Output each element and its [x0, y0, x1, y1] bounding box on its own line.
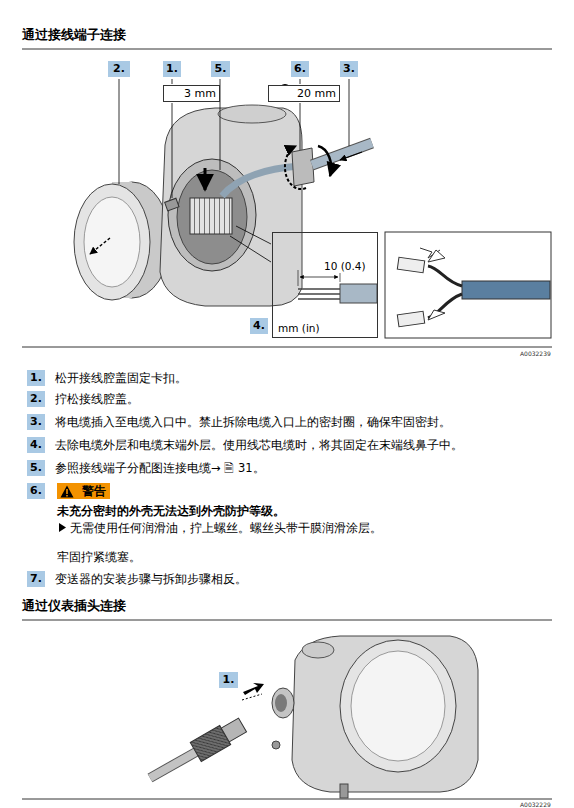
frame-line [22, 49, 552, 50]
box-label: 2. [113, 62, 125, 76]
box-label: 3. [30, 415, 42, 429]
step-text: 去除电缆外层和电缆末端外层。使用线芯电缆时，将其固定在末端线鼻子中。 [55, 437, 463, 453]
box-label: 1. [166, 62, 178, 76]
warning-action: 无需使用任何润滑油，拧上螺丝。螺丝头带干膜润滑涂层。 [70, 520, 382, 536]
step-text: 牢固拧紧缆塞。 [57, 549, 141, 565]
detail-panel: 10 (0.4) mm (in) [272, 232, 378, 338]
warning-box: 警告 [57, 483, 110, 499]
box-label: 3 mm [184, 87, 216, 101]
callout-number: 2. [108, 61, 130, 77]
leader-lines [119, 79, 349, 262]
frame-line [22, 620, 552, 621]
section-heading: 通过仪表插头连接 [22, 598, 126, 614]
warning-triangle [60, 485, 74, 498]
box-label: 1. [30, 371, 42, 385]
figure-code: A0032229 [520, 801, 551, 808]
callout-number: 1. [163, 61, 181, 77]
step-text: 将电缆插入至电缆入口中。禁止拆除电缆入口上的密封圈，确保牢固密封。 [55, 414, 451, 430]
step-text: 松开接线腔盖固定卡扣。 [55, 370, 187, 386]
box-label: 5. [30, 461, 42, 475]
frame-line [22, 347, 552, 348]
ferrule-detail [385, 232, 551, 338]
step-number: 4. [27, 437, 45, 453]
stripped-cable [298, 270, 377, 303]
tool-size-box: 20 mm [268, 85, 340, 102]
transmitter-housing-2 [272, 636, 478, 798]
callout-number: 3. [340, 61, 358, 77]
tool-size-box: 3 mm [163, 85, 220, 102]
callout-number: 6. [291, 61, 309, 77]
transmitter-housing [160, 105, 302, 306]
box-label: 警告 [82, 484, 106, 498]
step-number: 2. [27, 391, 45, 407]
step-number: 3. [27, 414, 45, 430]
callout-number: 1. [219, 672, 238, 688]
callout-number: 4. [250, 318, 268, 334]
box-label: 7. [30, 572, 42, 586]
device-plug [150, 683, 264, 778]
box-label: 4. [253, 319, 265, 333]
box-label: 2. [30, 392, 42, 406]
box-label: 1. [223, 673, 235, 687]
dimension-label: mm (in) [277, 321, 321, 335]
box-label: 6. [294, 62, 306, 76]
box-label: 6. [30, 484, 42, 498]
frame-line [22, 799, 552, 800]
step-number: 7. [27, 571, 45, 587]
warning-text: 未充分密封的外壳无法达到外壳防护等级。 [57, 503, 285, 519]
step-text: 拧松接线腔盖。 [55, 391, 139, 407]
figure-code: A0032239 [520, 350, 551, 357]
housing-cover [74, 182, 170, 300]
section-heading: 通过接线端子连接 [22, 27, 126, 43]
cable-gland [285, 143, 372, 189]
step-text: 变送器的安装步骤与拆卸步骤相反。 [55, 571, 247, 587]
callout-number: 5. [211, 61, 230, 77]
box-label: 3. [343, 62, 355, 76]
step-number: 6. [27, 483, 45, 499]
step-number: 1. [27, 370, 45, 386]
step-text: 参照接线端子分配图连接电缆→ 🗎 31。 [55, 460, 265, 476]
bullet-mark [59, 523, 66, 532]
box-label: 4. [30, 438, 42, 452]
dimension-label: 10 (0.4) [323, 259, 367, 273]
step-number: 5. [27, 460, 45, 476]
box-label: 20 mm [297, 87, 336, 101]
box-label: 5. [215, 62, 227, 76]
